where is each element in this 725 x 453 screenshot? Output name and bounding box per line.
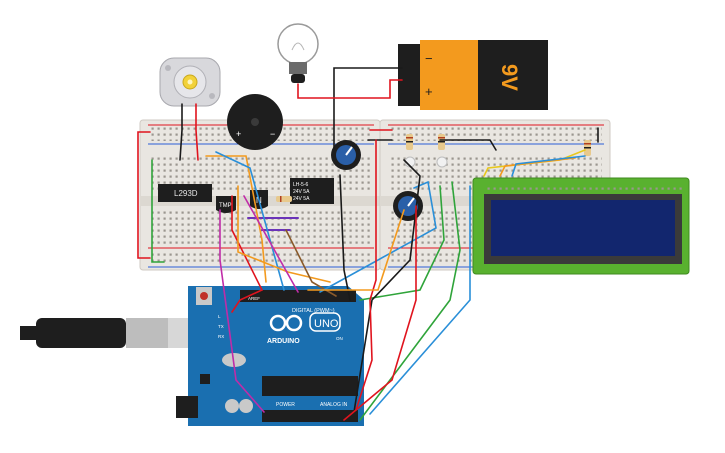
arduino-logo-icon (269, 314, 303, 332)
relay-label-line-2: 24V 5A (293, 189, 310, 195)
wire-black-ground (353, 159, 421, 413)
wire-res-gnd (439, 139, 497, 151)
wire-magenta-1 (243, 195, 299, 293)
dc-motor[interactable] (159, 57, 221, 107)
tx-led-label: TX (218, 324, 224, 329)
wire-magenta-2 (219, 209, 265, 413)
wire-lcd-3 (511, 155, 586, 177)
buzzer-minus-sign: − (270, 129, 275, 139)
wire-blue-1 (215, 151, 285, 291)
wire-orange-3 (307, 209, 405, 291)
resistor-3[interactable] (584, 140, 591, 156)
digital-pins-label: DIGITAL (PWM~) (292, 308, 335, 314)
temperature-sensor[interactable]: TMP (216, 196, 236, 213)
resistor-4[interactable] (276, 196, 292, 202)
analog-label: ANALOG IN (320, 402, 348, 408)
relay[interactable]: LH-5-6 24V 5A 24V 5A (290, 178, 334, 204)
aref-label: AREF (248, 296, 260, 301)
reset-button[interactable] (200, 292, 208, 300)
relay-label-line-1: LH-5-6 (293, 182, 309, 188)
l-led-label: L (218, 314, 221, 319)
potentiometer-2[interactable] (393, 191, 423, 221)
resistor-2[interactable] (438, 134, 445, 150)
l293d-chip[interactable]: L293D (158, 184, 212, 202)
arduino-logo-text: ARDUINO (267, 338, 300, 345)
l293d-label: L293D (174, 189, 198, 198)
on-led-label: ON (336, 336, 343, 341)
led-2[interactable] (436, 156, 448, 168)
wire-red-tmp (231, 195, 264, 313)
power-analog-header[interactable] (262, 410, 358, 422)
battery-9v[interactable]: − + 9V (398, 40, 548, 110)
wire-blue-2 (319, 180, 437, 293)
wire-red-5v (355, 139, 377, 411)
wires (137, 67, 599, 421)
wire-battery-positive (297, 79, 403, 99)
arduino-model-label: UNO (314, 318, 339, 330)
piezo-buzzer[interactable]: + − (227, 94, 283, 150)
battery-minus-sign: − (425, 51, 433, 66)
wire-blue-3 (369, 185, 471, 415)
usb-cable[interactable] (20, 318, 200, 348)
wire-motor-2 (195, 103, 199, 161)
wire-pot-red (343, 205, 417, 421)
buzzer-plus-sign: + (236, 129, 241, 139)
arduino-uno[interactable]: ARDUINO UNO DIGITAL (PWM~) POWER ANALOG … (176, 286, 364, 426)
digital-header[interactable] (240, 290, 356, 302)
relay-label-line-3: 24V 5A (293, 196, 310, 202)
wire-green-3 (359, 181, 461, 421)
tmp-label: TMP (219, 203, 232, 209)
power-label: POWER (276, 402, 295, 408)
wire-brown-1 (285, 229, 337, 297)
battery-voltage-label: 9V (497, 64, 522, 91)
light-bulb[interactable] (277, 23, 319, 83)
atmega-chip (262, 376, 358, 396)
wire-battery-negative (333, 67, 403, 149)
battery-plus-sign: + (425, 84, 433, 99)
wire-rail-red-left (137, 131, 151, 259)
wire-green-2 (359, 185, 445, 301)
lcd-16x2[interactable] (472, 177, 690, 275)
resistor-1[interactable] (406, 134, 413, 150)
wire-motor-1 (179, 103, 183, 161)
rx-led-label: RX (218, 334, 224, 339)
wire-rail-green-left (151, 159, 165, 263)
potentiometer-1[interactable] (331, 140, 361, 170)
